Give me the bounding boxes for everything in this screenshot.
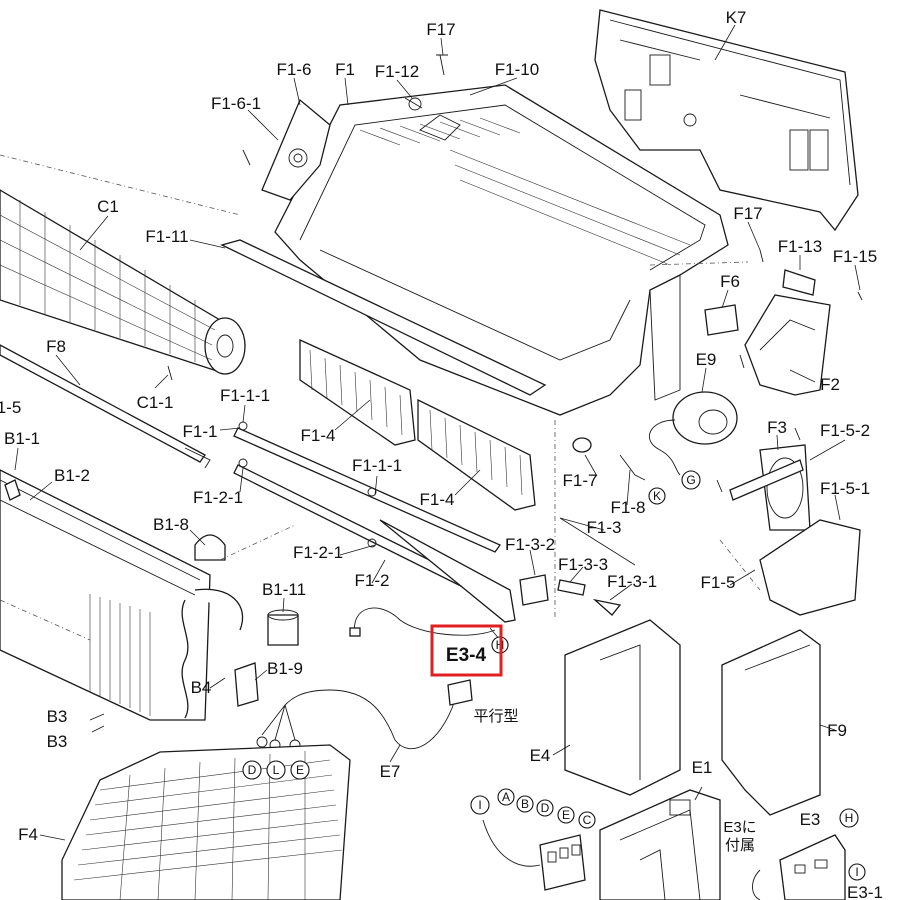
harness-e7 <box>256 679 473 751</box>
circle-a: A <box>502 790 510 804</box>
label-f1-3-1: F1-3-1 <box>607 572 657 591</box>
box-f9 <box>721 629 821 816</box>
label-e1: E1 <box>692 758 713 777</box>
label-f1-7: F1-7 <box>563 471 598 490</box>
label-b1-11: B1-11 <box>262 580 306 599</box>
label-f1-10: F1-10 <box>495 60 539 79</box>
label-e3: E3 <box>800 810 821 829</box>
label-heiko: 平行型 <box>473 708 518 725</box>
circle-g: G <box>686 473 695 487</box>
label-f1-8: F1-8 <box>611 498 646 517</box>
harness-e3-4 <box>349 607 496 637</box>
label-f1-2-1-a: F1-2-1 <box>193 488 243 507</box>
label-f1-3-3: F1-3-3 <box>558 555 608 574</box>
label-c1-1: C1-1 <box>137 393 174 412</box>
label-b3-b: B3 <box>47 732 68 751</box>
label-f1-3-2: F1-3-2 <box>505 535 555 554</box>
label-f1-13: F1-13 <box>778 237 822 256</box>
small-parts-b1 <box>194 534 299 707</box>
label-f17-top: F17 <box>426 20 455 39</box>
label-f1-1-1-top: F1-1-1 <box>220 386 270 405</box>
lower-right-parts <box>729 444 861 616</box>
label-f17-right: F17 <box>733 204 762 223</box>
screws <box>89 54 863 733</box>
circle-k: K <box>653 489 661 503</box>
label-f1-5-2: F1-5-2 <box>820 421 870 440</box>
label-b1-9: B1-9 <box>267 659 303 678</box>
label-f3: F3 <box>767 418 787 437</box>
label-f1-3: F1-3 <box>587 518 622 537</box>
label-k7: K7 <box>726 8 747 27</box>
label-f6: F6 <box>720 272 740 291</box>
label-e3-note-2: 付属 <box>725 837 755 854</box>
label-f4: F4 <box>18 825 38 844</box>
label-b1-8: B1-8 <box>153 515 189 534</box>
label-e4: E4 <box>530 746 551 765</box>
highlight-e3-4: E3-4 <box>430 624 503 677</box>
circle-e-b: E <box>562 808 570 822</box>
label-f1-5-left: 1-5 <box>0 398 21 417</box>
small-parts-f1 <box>519 437 646 616</box>
label-f1-5-1: F1-5-1 <box>820 479 870 498</box>
terminal-block <box>482 819 586 891</box>
circle-b: B <box>521 797 529 811</box>
right-side-parts <box>704 269 831 396</box>
fan-motor-e9 <box>648 391 738 476</box>
swing-rod-f8 <box>0 344 211 469</box>
label-f1-4-b: F1-4 <box>420 490 455 509</box>
circle-h-b: H <box>845 811 854 825</box>
circle-c: C <box>583 813 592 827</box>
label-e3-1: E3-1 <box>847 883 883 900</box>
label-b1-2: B1-2 <box>54 466 90 485</box>
assembly-lines <box>0 154 761 641</box>
label-e7: E7 <box>380 762 401 781</box>
part-labels: K7 F17 F1-6 F1 F1-12 F1-10 F1-6-1 C1 F1-… <box>0 8 883 900</box>
connector-circles: H K G D L E I A B D E C H I <box>242 470 866 881</box>
label-e3-note-1: E3に <box>723 819 756 836</box>
crossflow-fan-c1 <box>0 189 246 375</box>
strip-f1-11 <box>220 239 547 396</box>
label-f1-11: F1-11 <box>145 227 188 246</box>
circle-i-a: I <box>478 798 481 812</box>
control-box-e1 <box>599 789 721 900</box>
label-b3-a: B3 <box>47 707 68 726</box>
label-f1-5: F1-5 <box>701 573 736 592</box>
label-f2: F2 <box>820 375 840 394</box>
circle-i-b: I <box>855 865 858 879</box>
label-f1-2-1-b: F1-2-1 <box>293 543 343 562</box>
label-b1-1: B1-1 <box>4 429 40 448</box>
mounting-plate-k7 <box>594 9 859 232</box>
circle-d-e7: D <box>248 763 257 777</box>
label-f9: F9 <box>827 721 847 740</box>
front-panel-f4 <box>61 744 351 900</box>
label-f1-12: F1-12 <box>375 62 419 81</box>
highlight-box <box>430 624 503 677</box>
circle-e-e7: E <box>296 763 304 777</box>
chassis-f1 <box>274 84 729 416</box>
label-f1-4-a: F1-4 <box>301 426 336 445</box>
louvers-f1-4 <box>299 338 536 511</box>
side-bracket-f1-6 <box>261 98 331 201</box>
label-e3-4: E3-4 <box>446 645 487 666</box>
label-f1-15: F1-15 <box>833 247 877 266</box>
circle-d-b: D <box>541 801 550 815</box>
label-b4: B4 <box>191 678 212 697</box>
label-f1: F1 <box>335 60 355 79</box>
label-f1-6-1: F1-6-1 <box>211 94 261 113</box>
label-e9: E9 <box>696 350 717 369</box>
label-f1-6: F1-6 <box>277 60 312 79</box>
label-f1-1-1-mid: F1-1-1 <box>352 456 402 475</box>
label-f8: F8 <box>46 337 66 356</box>
label-c1: C1 <box>97 197 119 216</box>
rods-f1-1-f1-2 <box>233 421 516 623</box>
label-f1-1: F1-1 <box>183 422 218 441</box>
circle-l-e7: L <box>273 763 280 777</box>
heat-exchanger-b1 <box>0 469 244 721</box>
pcb-e3 <box>752 834 846 900</box>
label-f1-2: F1-2 <box>355 571 390 590</box>
box-e4 <box>564 619 681 796</box>
